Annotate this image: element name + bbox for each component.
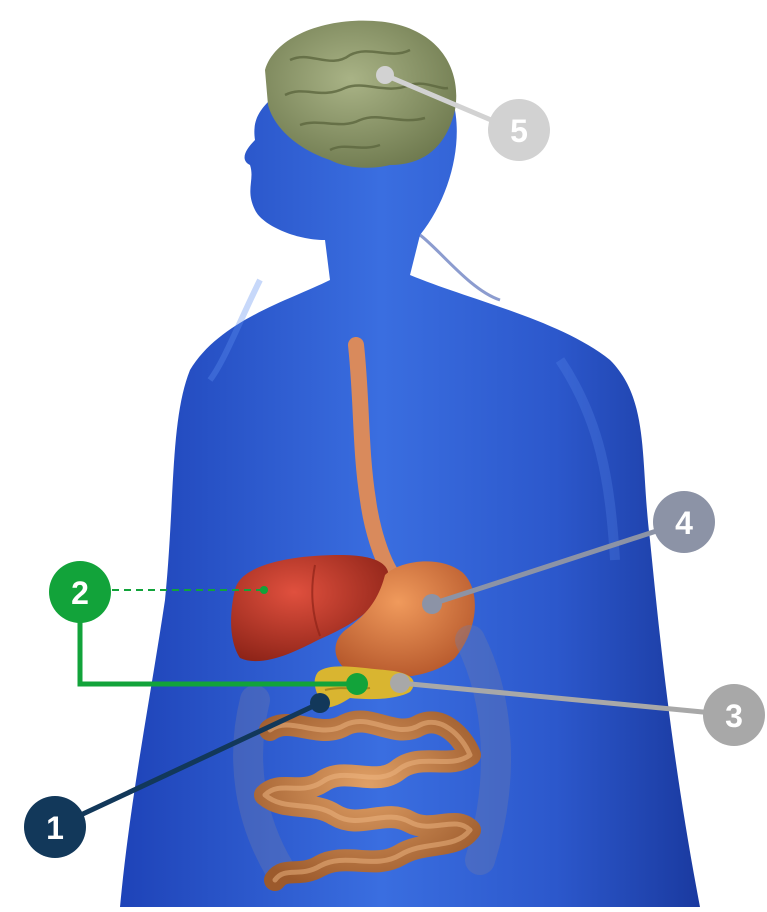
callout-number-1: 1: [46, 810, 64, 846]
body-silhouette: [120, 33, 700, 907]
endpoint-dot-3: [390, 673, 410, 693]
endpoint-dot-1: [310, 693, 330, 713]
callout-badge-3: 3: [703, 684, 765, 746]
callout-badge-1: 1: [24, 796, 86, 858]
callout-number-2: 2: [71, 575, 89, 611]
callout-badge-4: 4: [653, 491, 715, 553]
callout-badge-5: 5: [488, 99, 550, 161]
callout-number-5: 5: [510, 113, 528, 149]
endpoint-dot-2-small: [260, 586, 268, 594]
callout-number-3: 3: [725, 698, 743, 734]
callout-number-4: 4: [675, 505, 693, 541]
endpoint-dot-4: [422, 594, 442, 614]
callout-badge-2: 2: [49, 561, 111, 623]
endpoint-dot-2: [346, 673, 368, 695]
endpoint-dot-5: [376, 66, 394, 84]
